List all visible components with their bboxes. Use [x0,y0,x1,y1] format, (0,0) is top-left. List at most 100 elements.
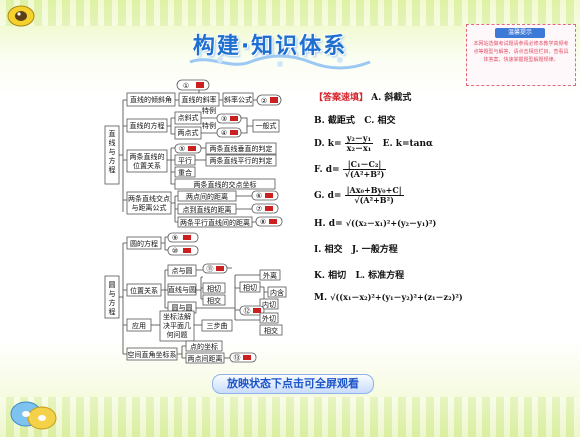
answer-d-label: D. k= [314,139,342,149]
node-intersect2: 相交 [264,326,278,335]
node-app: 应用 [132,321,146,330]
node-in-tan: 内切 [262,300,276,309]
answer-e: E. k=tanα [382,139,433,149]
answer-row-b: B. 截距式 C. 相交 [314,113,396,126]
answer-row-i: I. 相交 J. 一般方程 [314,242,398,255]
answer-d-fraction: y₂－y₁ x₂－x₁ [344,134,374,153]
node-point-coord: 点的坐标 [190,342,218,351]
answer-j: J. 一般方程 [351,245,398,255]
answer-g-den: √(A²+B²) [354,195,394,205]
node-general: 一般式 [256,121,277,130]
svg-text:决平面几: 决平面几 [163,321,191,330]
node-para-judge: 两条直线平行的判定 [210,156,273,165]
answer-c: C. 相交 [364,116,396,126]
node-parallel: 平行 [178,156,192,165]
svg-text:何问题: 何问题 [167,330,188,339]
tip-body: 本网站选做考试题请参阅必修本教学高频考点等题型与解答，请点击相应栏目，查看具体答… [473,41,569,63]
answer-f-den: √(A²+B²) [344,169,385,179]
answer-h-label: H. d= [314,219,343,229]
answer-i: I. 相交 [314,245,343,255]
title-swirl-decoration [189,54,371,70]
svg-text:⑩: ⑩ [172,247,178,255]
node-space: 空间直角坐标系 [128,350,177,359]
svg-text:两条直线的: 两条直线的 [130,152,165,161]
svg-text:⑪: ⑪ [207,265,214,273]
svg-text:⑤: ⑤ [179,145,185,153]
node-slope-formula: 斜率公式 [224,95,252,104]
answer-l: L. 标准方程 [355,271,405,281]
tip-box: 温馨提示 本网站选做考试题请参阅必修本教学高频考点等题型与解答，请点击相应栏目，… [466,24,576,86]
answer-row-h: H. d= √((x₂－x₁)²+(y₂－y₁)²) [314,218,436,229]
node-line-eq: 直线的方程 [130,121,165,130]
node-circle-circle: 圆与圆 [172,304,193,312]
answer-f-fraction: |C₁－C₂| √(A²+B²) [342,160,387,179]
answer-h-expr: √((x₂－x₁)²+(y₂－y₁)²) [345,218,437,228]
answer-g-fraction: |Ax₀+By₀+C| √(A²+B²) [344,185,404,205]
node-pos2: 位置关系 [130,286,158,295]
svg-text:④: ④ [221,129,227,137]
answer-b: B. 截距式 [314,116,355,126]
answer-k: K. 相切 [314,271,347,281]
slide-title: 构建·知识体系 [192,34,348,59]
node-inner: 内含 [270,288,284,297]
bottom-decoration [0,397,580,437]
answer-row-f: F. d= |C₁－C₂| √(A²+B²) [314,160,387,179]
answer-d-num: y₂－y₁ [344,134,374,144]
answer-head: 【答案速填】 [314,93,369,103]
node-slope: 直线的倾斜角 [130,95,172,104]
answer-g-num: |Ax₀+By₀+C| [344,185,404,196]
tip-header: 温馨提示 [495,28,545,38]
node-three-steps: 三步曲 [207,321,228,330]
label-special-2: 特例 [202,121,216,130]
svg-text:③: ③ [221,115,227,123]
node-tangent2: 相切 [243,283,257,292]
disc-icon [10,401,57,430]
svg-text:①: ① [183,82,189,90]
node-out-tan: 外切 [262,314,276,323]
node-line-circle: 直线与圆 [168,285,196,294]
answer-f-label: F. d= [314,165,340,175]
svg-text:⑫: ⑫ [244,307,251,315]
node-intersect-coord: 两条直线的交点坐标 [194,180,257,189]
answer-m-expr: √((x₁－x₂)²+(y₁－y₂)²+(z₁－z₂)²) [330,292,463,302]
root1-label: 直线与方程 [109,129,116,174]
answer-row-m: M. √((x₁－x₂)²+(y₁－y₂)²+(z₁－z₂)²) [314,292,463,303]
logo-icon [7,5,35,27]
answer-m-label: M. [314,293,328,303]
svg-text:两条直线交点: 两条直线交点 [128,194,170,203]
answer-row-k: K. 相切 L. 标准方程 [314,268,404,281]
node-coincide: 重合 [178,168,192,177]
svg-text:位置关系: 位置关系 [133,161,161,170]
answer-row-g: G. d= |Ax₀+By₀+C| √(A²+B²) [314,186,404,205]
node-point-line-dist: 点到直线的距离 [183,205,232,214]
node-intersect: 相交 [207,296,221,305]
answer-row-d: D. k= y₂－y₁ x₂－x₁ E. k=tanα [314,134,433,153]
svg-text:⑦: ⑦ [256,205,262,213]
top-decoration [0,0,580,26]
answer-f-num: |C₁－C₂| [342,160,387,170]
node-slope2: 直线的斜率 [182,95,217,104]
svg-text:坐标法解: 坐标法解 [163,312,191,321]
node-two-point-dist: 两点间距离 [188,354,223,363]
node-circle-eq: 圆的方程 [130,239,158,248]
node-para-dist: 两条平行直线间的距离 [180,218,250,227]
svg-text:⑥: ⑥ [256,192,262,200]
answer-d-den: x₂－x₁ [346,143,372,153]
fullscreen-button[interactable]: 放映状态下点击可全屏观看 [212,374,374,394]
answer-g-label: G. d= [314,191,342,201]
node-two-point: 两点式 [178,128,199,137]
answer-row-a: 【答案速填】 A. 斜截式 [314,90,411,103]
label-special-1: 特例 [202,106,216,115]
node-point-circle: 点与圆 [172,267,193,275]
svg-text:⑨: ⑨ [172,234,178,242]
svg-text:⑬: ⑬ [234,354,241,362]
node-two-points-dist: 两点间的距离 [186,192,228,201]
node-tangent: 相切 [207,284,221,293]
svg-text:②: ② [261,97,267,105]
svg-text:圆与方程: 圆与方程 [109,281,116,316]
svg-text:⑧: ⑧ [260,218,266,226]
answer-a: A. 斜截式 [371,93,412,103]
node-point-slope: 点斜式 [178,113,199,122]
node-outer: 外离 [263,271,277,280]
